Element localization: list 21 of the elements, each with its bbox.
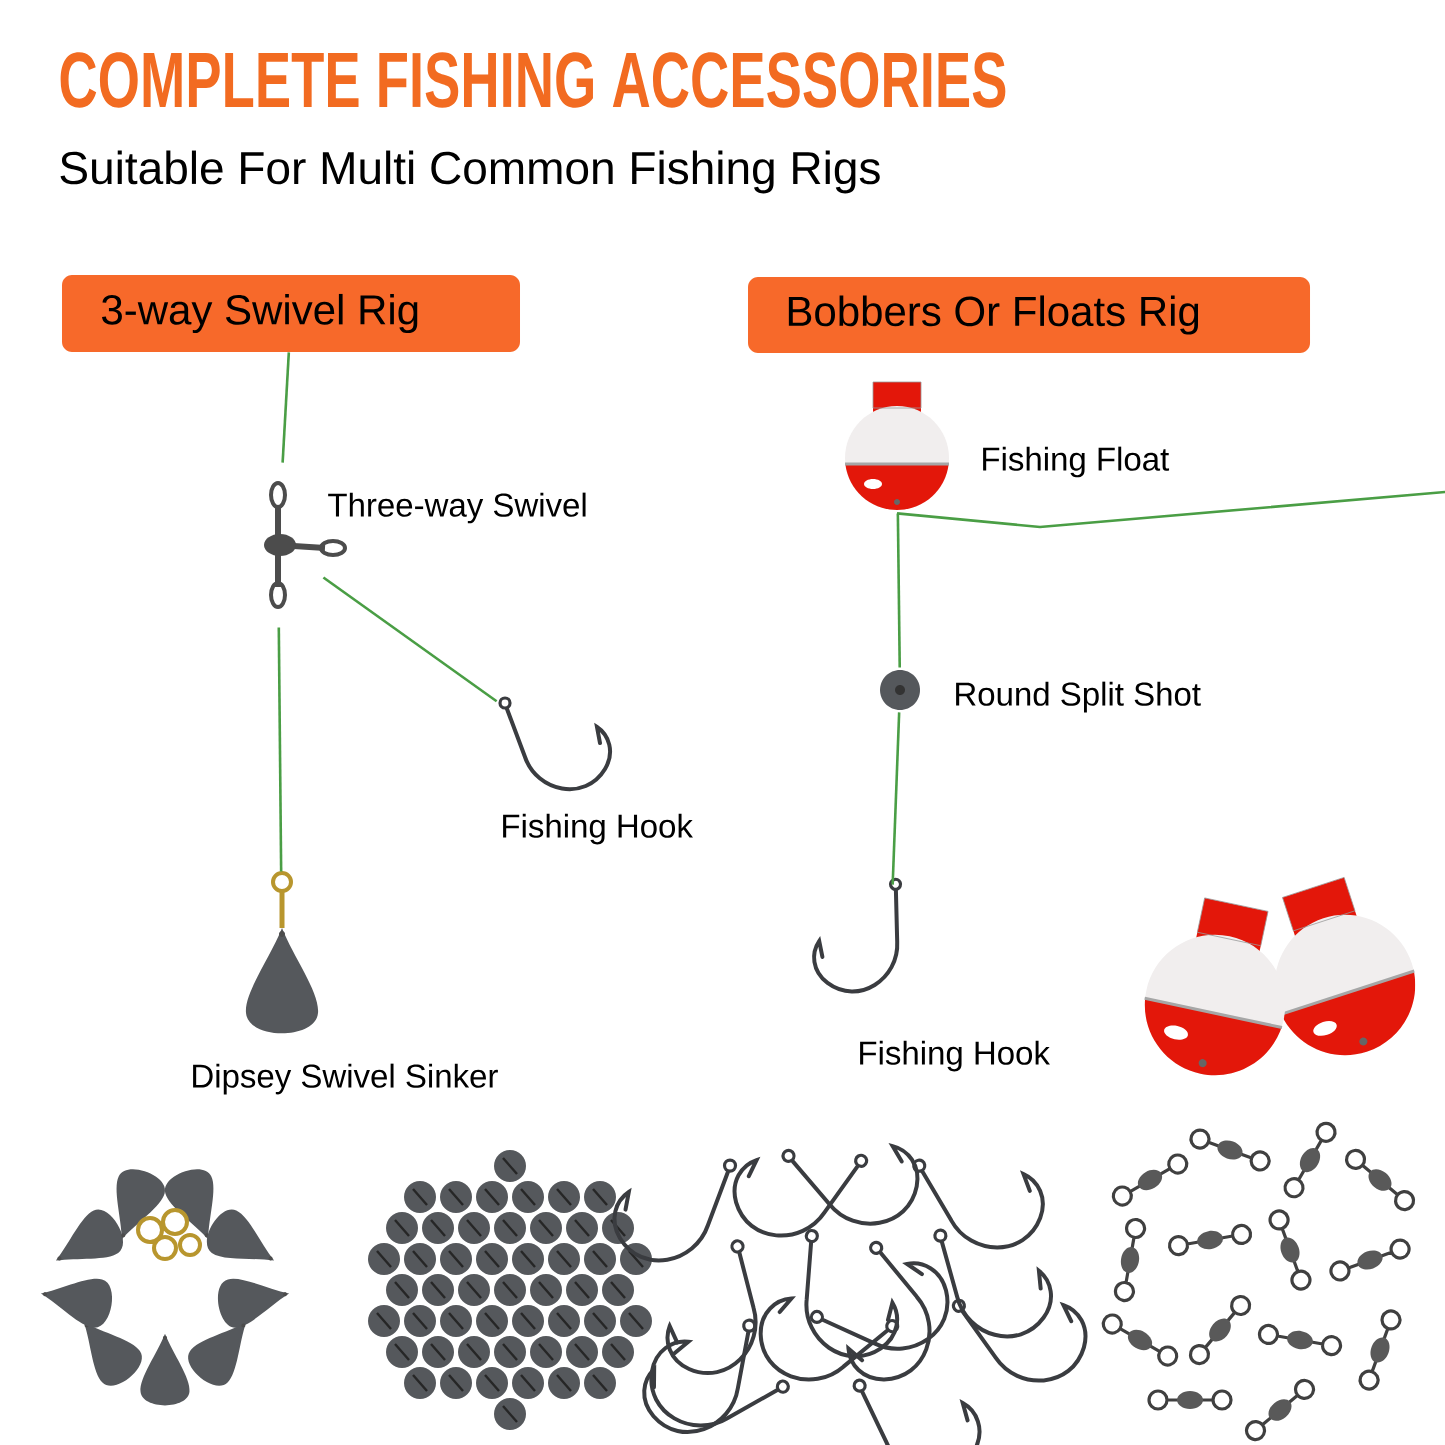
fishing-line <box>277 627 283 872</box>
fishing-line <box>896 513 902 668</box>
item-label: Three-way Swivel <box>328 492 586 524</box>
item-label: Fishing Float <box>983 446 1170 478</box>
hook-drawing <box>498 696 613 792</box>
float-drawing <box>845 381 949 510</box>
item-label: Dipsey Swivel Sinker <box>193 1063 498 1095</box>
sinker-drawing <box>246 871 318 1034</box>
rig-banner: 3-way Swivel Rig <box>62 275 520 352</box>
fishing-line <box>891 712 901 885</box>
fishing-line <box>896 490 1445 529</box>
item-label: Round Split Shot <box>956 681 1201 713</box>
subtitle: Suitable For Multi Common Fishing Rigs <box>60 150 880 194</box>
title: COMPLETE FISHING ACCESSORIES <box>60 52 1006 108</box>
split-shot-drawing <box>880 670 920 710</box>
rig-banner: Bobbers Or Floats Rig <box>748 277 1310 353</box>
item-label: Fishing Hook <box>503 813 693 845</box>
fishing-line <box>322 576 498 703</box>
item-label: Fishing Hook <box>860 1040 1050 1072</box>
hook-drawing <box>812 877 903 994</box>
fishing-line <box>281 352 291 463</box>
